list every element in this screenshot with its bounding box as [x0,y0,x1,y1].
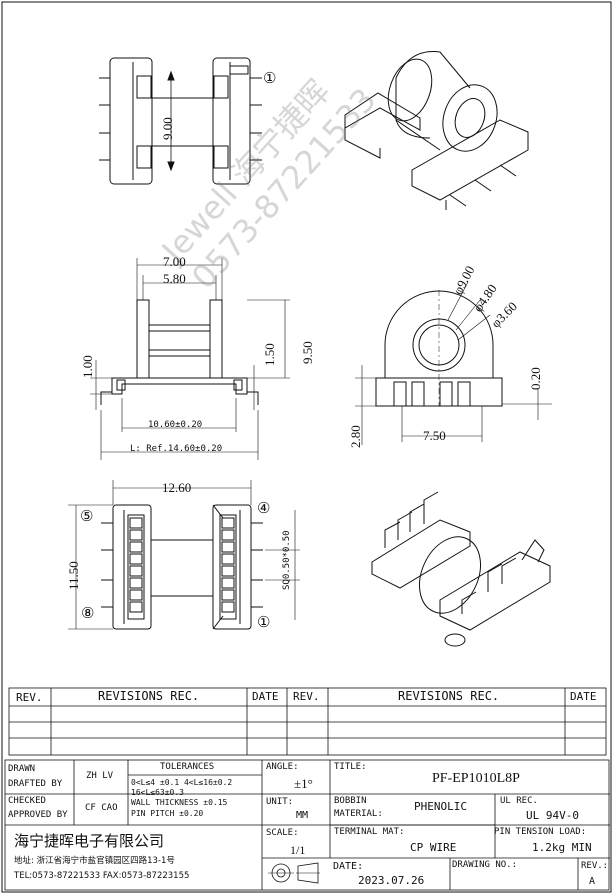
tb-material-label: MATERIAL: [334,809,383,819]
tb-terminal-label: TERMINAL MAT: [334,827,405,837]
tb-approved-label: APPROVED BY [8,810,68,820]
tb-terminal-value: CP WIRE [410,841,457,854]
tb-rev-value: A [589,876,596,887]
tb-date-value: 2023.07.26 [358,874,425,887]
pin-label-8: ⑧ [81,606,95,622]
dim-front-width-outer: 7.00 [163,254,186,269]
iso-view-bottom [371,491,551,647]
rev-header-1: REV. [16,691,43,704]
dim-side-width: 7.50 [423,428,446,443]
tb-rev-label: REV.: [581,861,609,871]
rev-header-5: REVISIONS REC. [398,689,500,703]
dim-front-foot-height: 1.00 [80,355,95,378]
tb-tel: TEL:0573-87221533 FAX:0573-87223155 [14,871,190,881]
tb-pin-tension-label: PIN TENSION LOAD: [494,827,587,837]
tb-unit-value: MM [296,810,309,821]
side-view [355,281,552,445]
iso-view-top [344,51,529,210]
dim-top-height: 9.00 [160,117,175,140]
dim-pin-square: SQ0.50*0.50 [282,530,292,590]
tb-approved-value: CF CAO [85,803,118,813]
tb-angle-value: ±1° [294,776,313,791]
dim-bottom-width: 12.60 [162,480,192,495]
tb-unit-label: UNIT: [266,797,294,807]
rev-header-2: REVISIONS REC. [98,689,200,703]
tb-drafted-label: DRAFTED BY [8,779,63,789]
tb-bobbin-label: BOBBIN [334,796,367,806]
tb-company-name: 海宁捷晖电子有限公司 [14,832,165,850]
tb-ul-label: UL REC. [500,796,538,806]
tb-scale-label: SCALE: [266,828,299,838]
tb-scale-value: 1/1 [290,843,306,857]
tb-title-label: TITLE: [334,762,367,772]
title-block [4,759,610,891]
tb-checked-label: CHECKED [8,796,46,806]
dim-side-base-height: 2.80 [348,425,363,448]
tb-drafted-value: ZH LV [86,771,114,781]
rev-header-3: DATE [252,690,279,703]
tb-date-label: DATE: [333,861,364,872]
tb-drawn-label: DRAWN [8,764,36,774]
rev-header-6: DATE [570,690,597,703]
pin-label-5: ⑤ [80,509,94,525]
tb-material-value: PHENOLIC [414,800,467,813]
dim-front-flange-height: 1.50 [262,343,277,366]
tb-tol-line4: PIN PITCH ±0.20 [131,809,204,818]
tb-tol-line3: WALL THICKNESS ±0.15 [131,798,228,807]
top-view [99,57,262,185]
tb-drawing-no-label: DRAWING NO.: [452,860,518,870]
tb-address: 地址: 浙江省海宁市盐官镇园区四路13-1号 [14,856,175,866]
pin-label-1-top: ① [263,71,277,87]
dim-front-length: L: Ref.14.60±0.20 [130,444,223,454]
tb-title-value: PF-EP1010L8P [432,771,520,786]
tb-tol-line1: 0<L≤4 ±0.1 4<L≤16±0.2 [131,778,233,787]
tb-tolerances-label: TOLERANCES [160,762,215,772]
tb-pin-tension-value: 1.2kg MIN [532,841,592,854]
dim-side-offset: 0.20 [528,367,543,390]
front-view [90,258,290,460]
dim-front-pin-span: 10.60±0.20 [148,420,203,430]
tb-ul-value: UL 94V-0 [526,809,579,822]
dim-front-width-inner: 5.80 [163,271,186,286]
tb-angle-label: ANGLE: [266,762,299,772]
bottom-view [68,480,300,630]
dim-bottom-height: 11.50 [66,561,81,590]
dim-front-total-height: 9.50 [300,341,315,364]
revision-table [8,687,607,756]
pin-label-1-bottom: ① [257,615,271,631]
pin-label-4: ④ [257,501,271,517]
rev-header-4: REV. [293,690,320,703]
tb-tol-line2: 16<L≤63±0.3 [131,788,184,797]
